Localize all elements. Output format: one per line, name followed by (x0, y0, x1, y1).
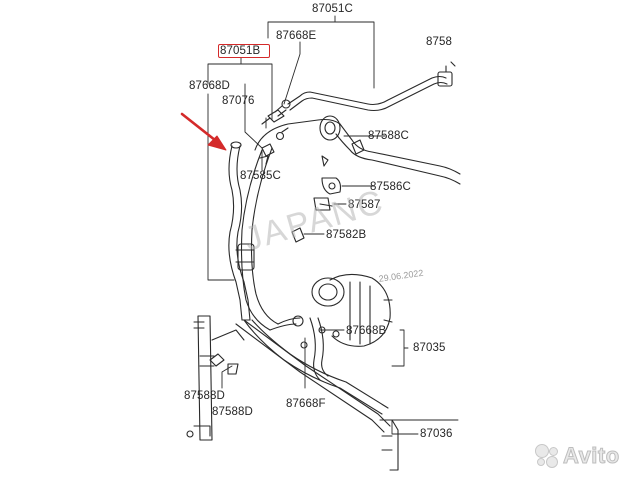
label-87586c: 87586C (370, 181, 411, 193)
label-87585c: 87585C (240, 170, 281, 182)
leader-lines (207, 15, 459, 435)
avito-logo: Avito (535, 442, 620, 470)
label-87668d: 87668D (189, 80, 230, 92)
clip-87582b (291, 227, 305, 243)
label-87051b: 87051B (220, 45, 261, 57)
hose-left-liquid (228, 141, 251, 321)
clamp-87585c (259, 143, 275, 165)
label-87035: 87035 (413, 342, 446, 354)
label-87051c: 87051C (312, 3, 353, 15)
label-87587: 87587 (348, 199, 381, 211)
hose-87588c (254, 115, 461, 185)
hose-87051c (274, 61, 456, 117)
clamp-87586c (313, 155, 342, 211)
label-87588d-upper: 87588D (184, 390, 225, 402)
hose-lower (235, 317, 399, 471)
label-87668f: 87668F (286, 398, 326, 410)
condenser-bracket (186, 315, 245, 441)
avito-wordmark: Avito (563, 443, 620, 469)
compressor-87035 (311, 273, 393, 347)
red-arrow (180, 112, 227, 151)
label-87582b: 87582B (326, 229, 367, 241)
label-87668e: 87668E (276, 30, 317, 42)
label-87076: 87076 (222, 95, 255, 107)
label-87588d-lower: 87588D (212, 406, 253, 418)
label-87668b: 87668B (346, 325, 387, 337)
label-87036: 87036 (420, 428, 453, 440)
highlight-box-87051b (218, 44, 270, 58)
label-87058: 8758 (426, 36, 452, 48)
avito-dots-icon (535, 444, 559, 468)
hose-main (235, 147, 304, 331)
label-87588c: 87588C (368, 130, 409, 142)
